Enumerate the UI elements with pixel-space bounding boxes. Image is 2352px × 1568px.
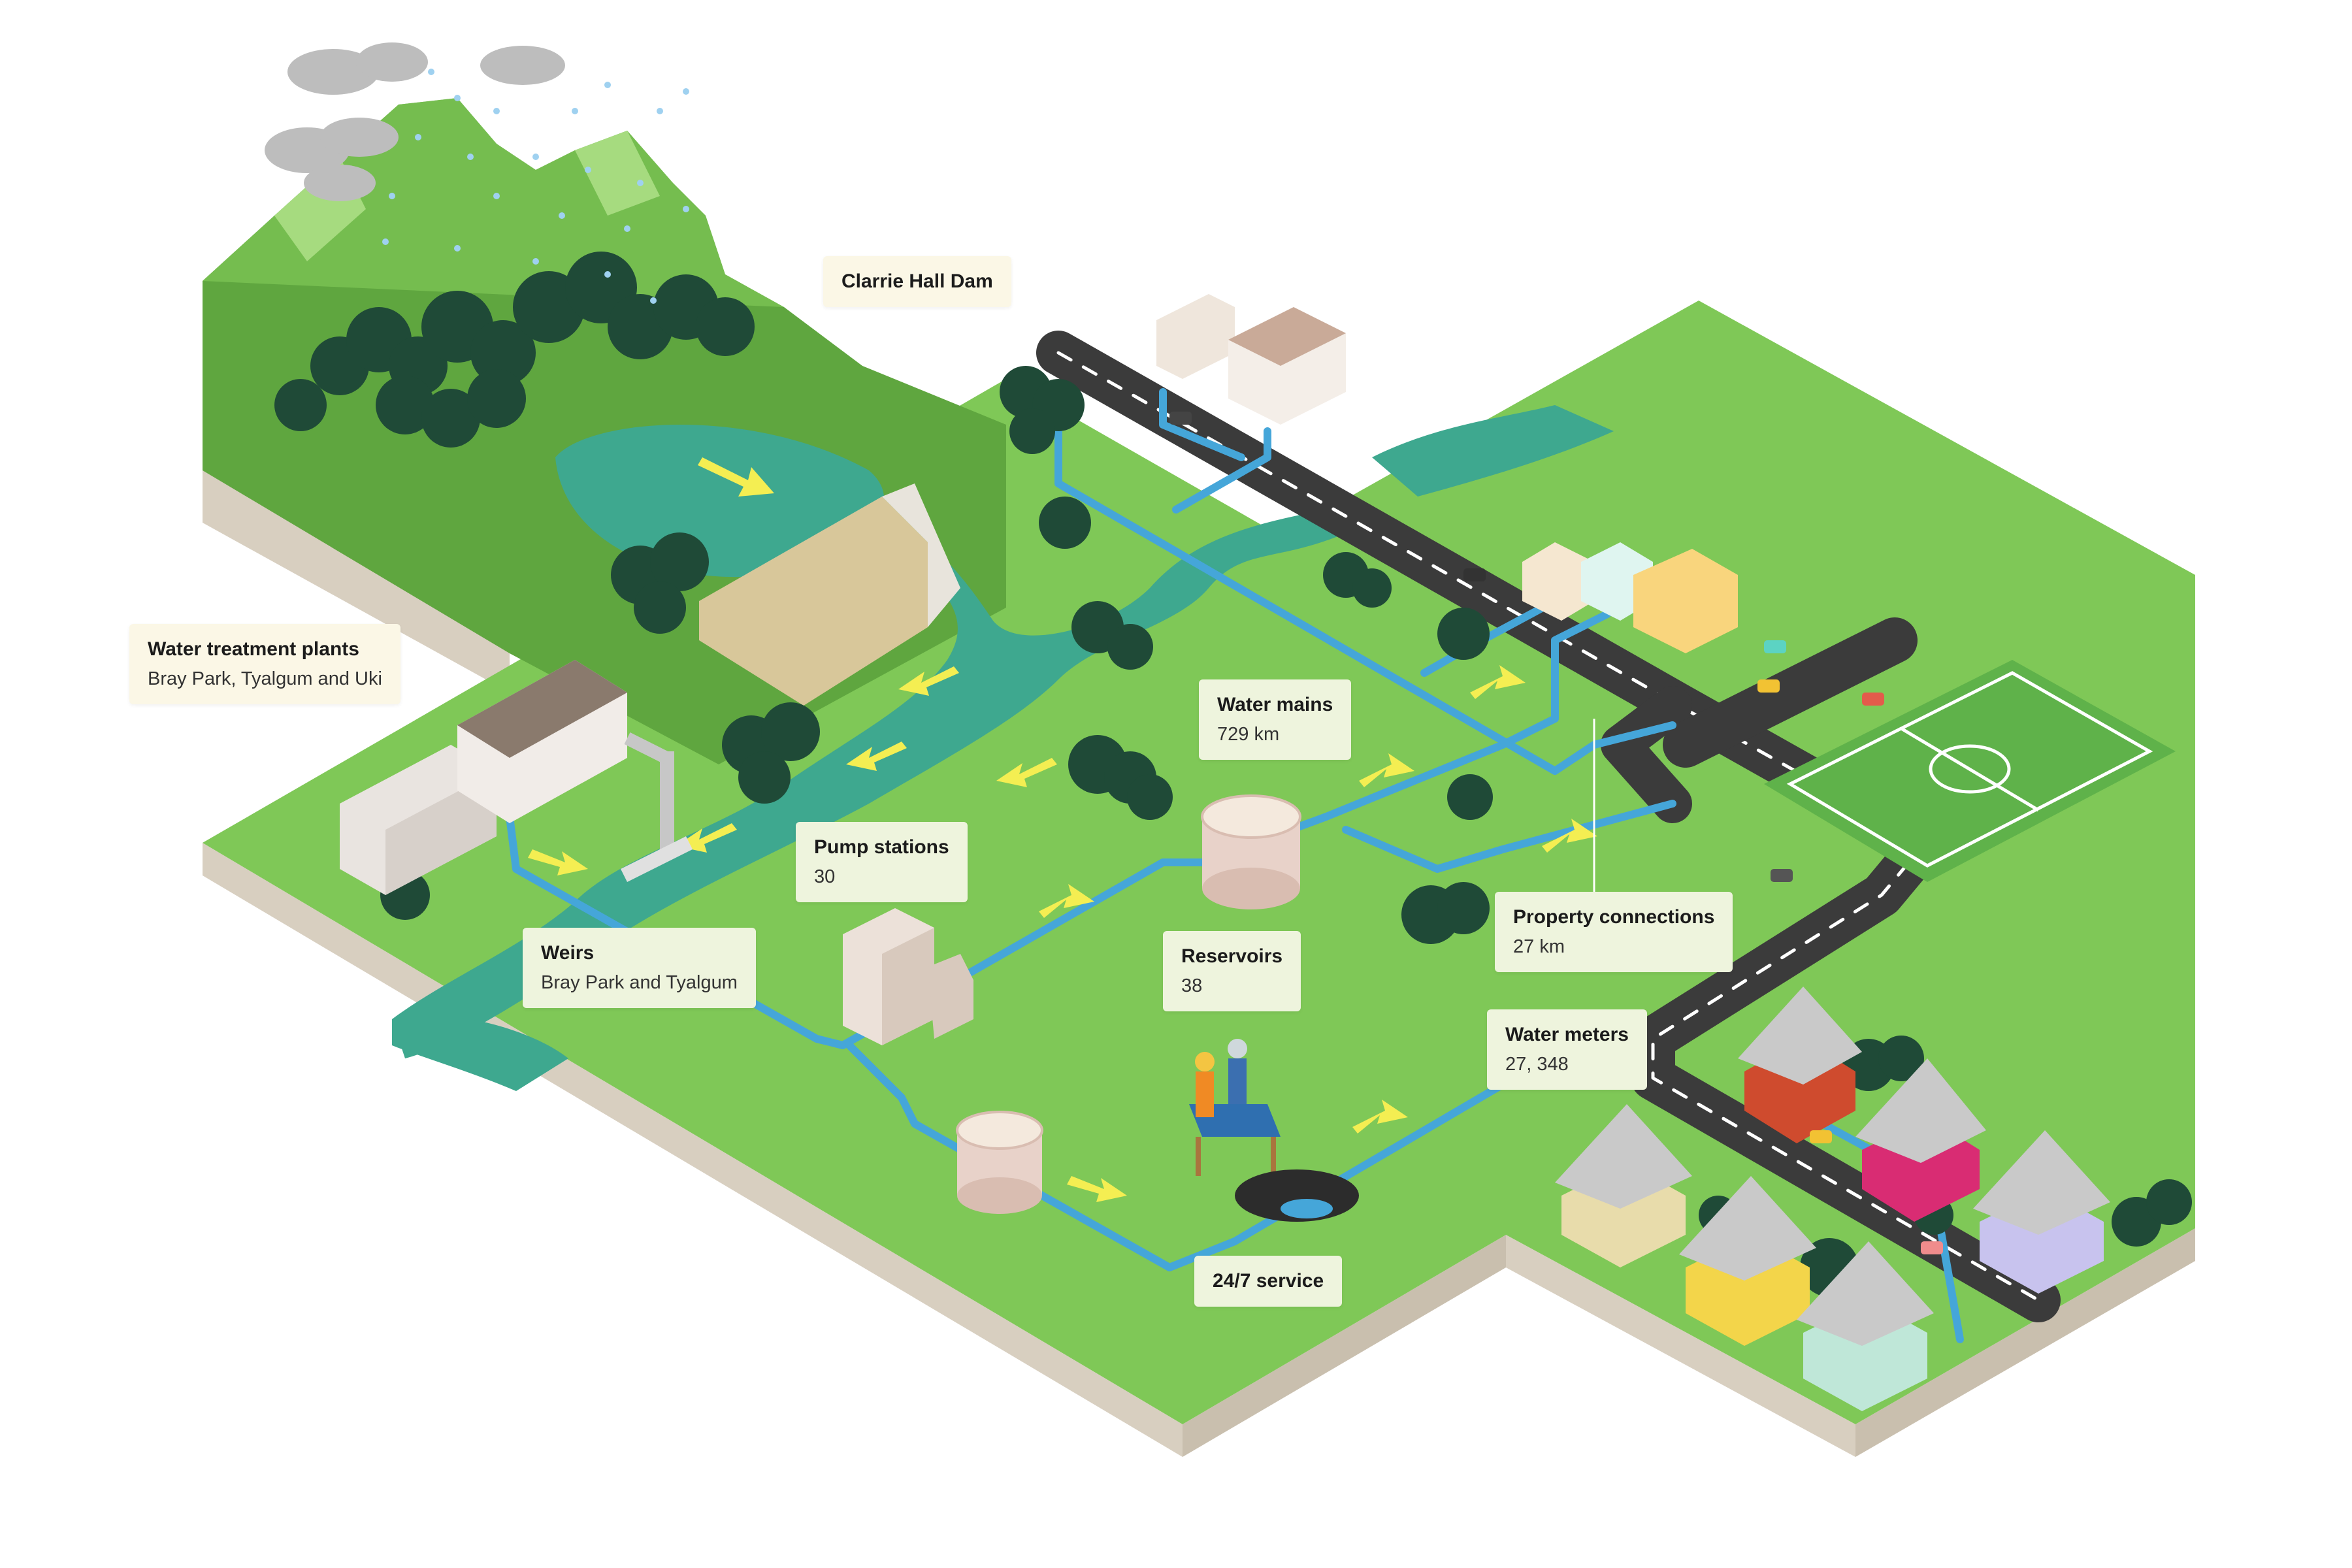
service-title: 24/7 service <box>1213 1270 1324 1292</box>
rain-cloud-icon <box>265 42 565 201</box>
meters-title: Water meters <box>1505 1024 1629 1045</box>
weir <box>621 836 693 882</box>
weirs-title: Weirs <box>541 942 595 964</box>
tree-icon <box>1071 601 1153 670</box>
house-icon <box>1738 987 1862 1143</box>
flow-arrows <box>528 457 1597 1202</box>
house-icon <box>1797 1241 1934 1411</box>
football-pitch <box>1764 660 2176 882</box>
clarrie-hall-dam-label: Clarrie Hall Dam <box>823 256 1011 307</box>
tree-icon <box>274 252 755 448</box>
tree-icon <box>1323 552 1392 608</box>
house-icon <box>1679 1176 1816 1346</box>
clarrie-hall-dam-wall <box>699 483 960 706</box>
treatment-title: Water treatment plants <box>148 638 359 660</box>
property-value: 27 km <box>1513 936 1565 957</box>
repair-site <box>1235 1169 1359 1222</box>
weirs-label: Weirs Bray Park and Tyalgum <box>523 928 756 1008</box>
tree-icon <box>611 532 709 634</box>
service-label: 24/7 service <box>1194 1256 1343 1307</box>
pump-station <box>843 908 973 1045</box>
house-icon <box>1555 1104 1692 1267</box>
rain-drops <box>382 69 689 304</box>
tree-icon <box>1068 735 1173 820</box>
weirs-subtitle: Bray Park and Tyalgum <box>541 972 738 993</box>
water-treatment-plant <box>340 660 674 895</box>
property-title: Property connections <box>1513 906 1715 928</box>
tree-icon <box>1447 774 1493 820</box>
reservoirs-title: Reservoirs <box>1181 945 1283 967</box>
roads <box>1036 331 2061 1322</box>
property-connections-label: Property connections 27 km <box>1495 892 1733 972</box>
reservoir-tank-icon <box>956 1111 1043 1214</box>
meters-value: 27, 348 <box>1505 1054 1569 1075</box>
dam-title: Clarrie Hall Dam <box>841 270 993 292</box>
houses <box>1555 987 2110 1411</box>
tree-icon <box>722 702 820 804</box>
pump-stations-label: Pump stations 30 <box>796 822 968 902</box>
tree-icon <box>1401 882 1490 944</box>
tree-icon <box>1437 608 1490 660</box>
reservoirs-value: 38 <box>1181 975 1203 996</box>
house-icon <box>1855 1058 1986 1222</box>
water-meters-label: Water meters 27, 348 <box>1487 1009 1647 1090</box>
water-mains-label: Water mains 729 km <box>1199 679 1352 760</box>
mains-title: Water mains <box>1217 694 1333 715</box>
house-icon <box>1973 1130 2110 1294</box>
water-pipes <box>506 388 1964 1343</box>
worker-icon <box>1189 1039 1281 1176</box>
mains-value: 729 km <box>1217 724 1280 745</box>
tree-icon <box>1039 497 1091 549</box>
tree-icon <box>1000 366 1085 454</box>
water-treatment-plants-label: Water treatment plants Bray Park, Tyalgu… <box>129 624 400 704</box>
car-icon <box>1169 412 1943 1254</box>
trees <box>274 252 2192 1297</box>
commercial-buildings <box>1156 294 1738 653</box>
treatment-subtitle: Bray Park, Tyalgum and Uki <box>148 668 382 689</box>
pump-value: 30 <box>814 866 836 887</box>
reservoir-tank-icon <box>1201 794 1301 909</box>
pump-title: Pump stations <box>814 836 949 858</box>
reservoirs-label: Reservoirs 38 <box>1163 931 1301 1011</box>
